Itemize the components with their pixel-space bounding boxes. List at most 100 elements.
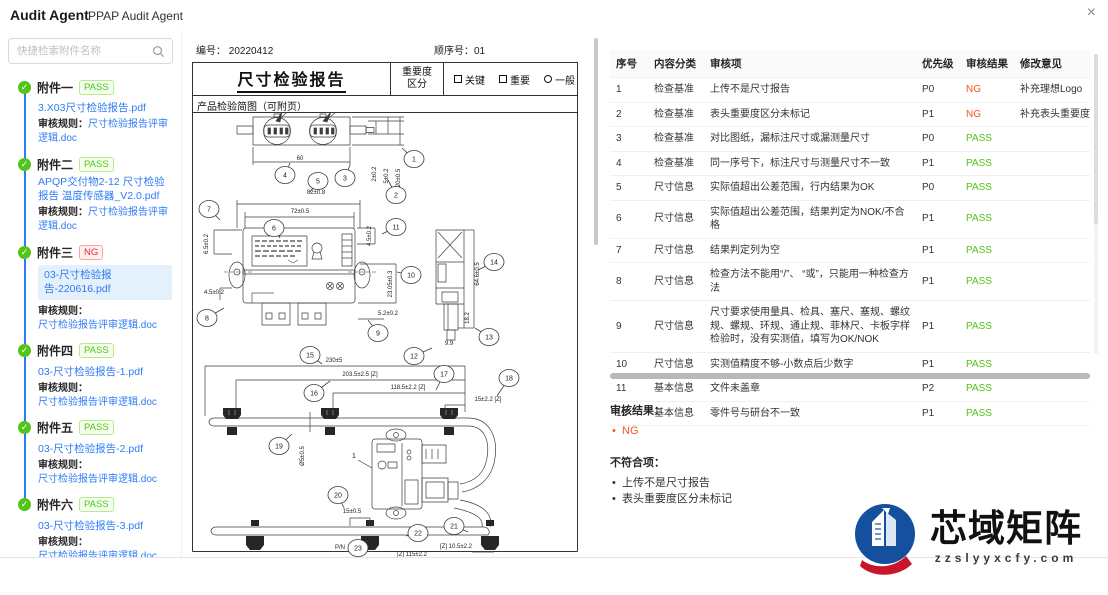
rule-row: 审核规则： 尺寸检验报告评审逻辑.doc <box>38 382 175 410</box>
balloon-number: 3 <box>343 175 347 182</box>
document-number: 编号： 20220412 <box>196 46 274 57</box>
cell-item: 对比图纸，漏标注尺寸或漏测量尺寸 <box>704 126 916 152</box>
cell-category: 检查基准 <box>648 102 704 127</box>
rule-doc-link[interactable]: 尺寸检验报告评审逻辑.doc <box>38 319 157 331</box>
cell-result: PASS <box>960 376 1014 402</box>
page-title: PPAP Audit Agent <box>88 9 183 23</box>
cell-item: 表头重要度区分未标记 <box>704 102 916 127</box>
table-vertical-scrollbar[interactable] <box>1094 54 1098 354</box>
option-label: 一般 <box>555 75 575 87</box>
rule-row: 审核规则： 尺寸检验报告评审逻辑.doc <box>38 459 175 487</box>
brand-name: 芯域矩阵 <box>930 507 1082 549</box>
report-title: 尺寸检验报告 <box>237 66 346 93</box>
attachment-file-link[interactable]: 03-尺寸检验报告-220616.pdf <box>38 265 172 300</box>
audit-table-header: 序号 内容分类 审核项 优先级 审核结果 修改意见 <box>610 50 1090 78</box>
cell-item: 尺寸要求使用量具、检具、塞尺、塞规、螺纹规、螺规、环规、通止规、菲林尺、卡板字样… <box>704 300 916 353</box>
rule-doc-link[interactable]: 尺寸检验报告评审逻辑.doc <box>38 396 157 408</box>
cell-priority: P0 <box>916 126 960 152</box>
cell-category: 尺寸信息 <box>648 175 704 201</box>
audit-table-row[interactable]: 12 基本信息 零件号与研台不一致 P1 PASS <box>610 401 1090 426</box>
cell-category: 尺寸信息 <box>648 200 704 239</box>
document-scrollbar[interactable] <box>594 38 598 245</box>
check-circle-icon: ✓ <box>18 245 31 259</box>
document-preview-panel[interactable]: 编号： 20220412 顺序号：01 尺寸检验报告 重要度 区分 关键 重要 … <box>182 30 600 557</box>
option-label: 重要 <box>510 75 530 87</box>
noncompliance-label: 不符合项： <box>610 456 665 469</box>
option-general: 一般 <box>544 72 575 87</box>
audit-table-row[interactable]: 2 检查基准 表头重要度区分未标记 P1 NG 补充表头重要度区分 <box>610 102 1090 127</box>
balloon-number: 14 <box>490 259 498 266</box>
balloon-number: 9 <box>376 330 380 337</box>
search-icon <box>153 46 165 58</box>
balloon-number: 5 <box>316 178 320 185</box>
dimension-label: P/N <box>335 545 345 551</box>
cell-category: 基本信息 <box>648 401 704 426</box>
cell-priority: P1 <box>916 238 960 263</box>
search-input[interactable] <box>9 39 172 63</box>
attachment-file-link[interactable]: 03-尺寸检验报告-1.pdf <box>38 365 144 378</box>
audit-table-row[interactable]: 1 检查基准 上传不是尺寸报告 P0 NG 补充理想Logo <box>610 77 1090 103</box>
balloon-number: 17 <box>440 371 448 378</box>
audit-table-row[interactable]: 4 检查基准 同一序号下，标注尺寸与测量尺寸不一致 P1 PASS <box>610 151 1090 176</box>
cell-no: 5 <box>610 175 648 201</box>
balloon-number: 19 <box>275 443 283 450</box>
attachment-sidebar: ✓ 附件一 PASS 3.X03尺寸检验报告.pdf 审核规则： 尺寸检验报告评审… <box>0 30 182 557</box>
audit-table-row[interactable]: 8 尺寸信息 检查方法不能用“/”、 “或”，只能用一种检查方法 P1 PASS <box>610 262 1090 301</box>
cell-no: 9 <box>610 300 648 353</box>
modal-bottom-border <box>0 557 1108 558</box>
status-badge: PASS <box>79 156 114 172</box>
checkbox-icon <box>454 75 462 83</box>
cell-priority: P2 <box>916 376 960 402</box>
col-comment: 修改意见 <box>1014 50 1090 78</box>
attachment-file-link[interactable]: 3.X03尺寸检验报告.pdf <box>38 102 146 114</box>
rule-label: 审核规则： <box>38 382 88 394</box>
noncompliance-item: 表头重要度区分未标记 <box>610 491 1090 508</box>
dimension-label: 15±2.2 [Z] <box>475 397 502 403</box>
dimension-label: 2±0.2 <box>372 166 378 182</box>
rule-row: 审核规则：尺寸检验报告评审逻辑.doc <box>38 536 175 557</box>
cell-no: 4 <box>610 151 648 176</box>
close-icon[interactable]: × <box>1086 4 1096 21</box>
rule-doc-link[interactable]: 尺寸检验报告评审逻辑.doc <box>38 550 157 557</box>
status-badge: PASS <box>79 79 114 95</box>
status-badge: PASS <box>79 343 114 359</box>
cell-result: PASS <box>960 262 1014 301</box>
cell-result: PASS <box>960 126 1014 152</box>
option-important: 重要 <box>499 72 530 87</box>
rule-doc-link[interactable]: 尺寸检验报告评审逻辑.doc <box>38 473 157 485</box>
cell-comment <box>1014 126 1090 152</box>
table-horizontal-scrollbar[interactable] <box>610 373 1090 379</box>
check-circle-icon: ✓ <box>18 498 31 512</box>
attachment-file-link[interactable]: 03-尺寸检验报告-2.pdf <box>38 442 144 455</box>
audit-table-row[interactable]: 9 尺寸信息 尺寸要求使用量具、检具、塞尺、塞规、螺纹规、螺规、环规、通止规、菲… <box>610 300 1090 353</box>
attachment-title: 附件六 <box>37 498 74 513</box>
cell-comment <box>1014 151 1090 176</box>
balloon-number: 11 <box>392 224 399 231</box>
dimension-label: 72±0.5 <box>291 209 310 215</box>
audit-table-row[interactable]: 5 尺寸信息 实际值超出公差范围，行内结果为OK P0 PASS <box>610 175 1090 201</box>
attachment-title: 附件一 <box>37 80 74 95</box>
cell-category: 尺寸信息 <box>648 238 704 263</box>
cell-item: 实际值超出公差范围，结果判定为NOK/不合格 <box>704 200 916 239</box>
attachment-file-link[interactable]: APQP交付物2-12 尺寸检验报告 温度传感器_V2.0.pdf <box>38 176 165 203</box>
check-circle-icon: ✓ <box>18 80 31 94</box>
rule-doc-link[interactable]: 尺寸检验报告评审逻辑.doc <box>38 207 168 233</box>
cell-comment <box>1014 352 1090 377</box>
audit-table-row[interactable]: 6 尺寸信息 实际值超出公差范围，结果判定为NOK/不合格 P1 PASS <box>610 200 1090 239</box>
attachment-search[interactable] <box>8 38 173 64</box>
radio-icon <box>544 75 552 83</box>
audit-table-row[interactable]: 11 基本信息 文件未盖章 P2 PASS <box>610 376 1090 402</box>
importance-line2: 区分 <box>407 79 427 90</box>
attachment-item: ✓ 附件五 PASS 03-尺寸检验报告-2.pdf 审核规则：尺寸检验报告评审… <box>0 419 175 487</box>
dimension-label: 15±0.5 <box>343 509 362 515</box>
attachment-file-link[interactable]: 03-尺寸检验报告-3.pdf <box>38 519 144 532</box>
rule-row: 审核规则：尺寸检验报告评审逻辑.doc <box>38 206 175 234</box>
cell-priority: P0 <box>916 77 960 103</box>
cell-no: 7 <box>610 238 648 263</box>
audit-table-row[interactable]: 7 尺寸信息 结果判定列为空 P1 PASS <box>610 238 1090 263</box>
rule-label: 审核规则： <box>38 459 88 471</box>
rule-doc-link[interactable]: 尺寸检验报告评审逻辑.doc <box>38 119 168 144</box>
cell-comment <box>1014 300 1090 353</box>
audit-table-row[interactable]: 3 检查基准 对比图纸，漏标注尺寸或漏测量尺寸 P0 PASS <box>610 126 1090 152</box>
status-badge: NG <box>79 244 104 260</box>
